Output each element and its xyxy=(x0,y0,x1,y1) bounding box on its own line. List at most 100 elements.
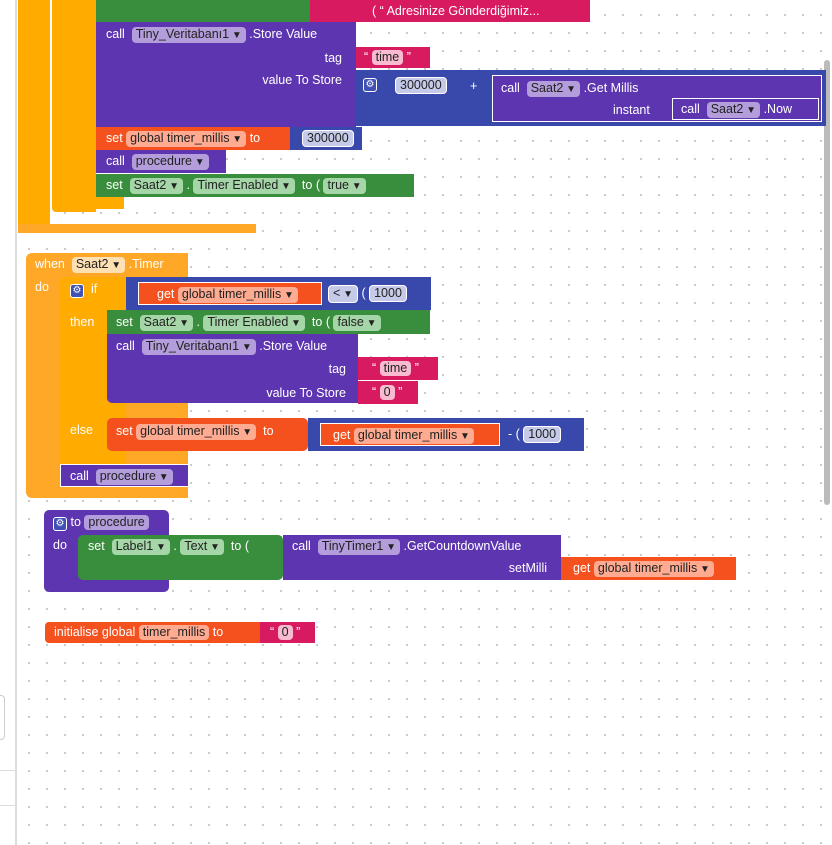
subtraction-block[interactable]: get global timer_millis - ( 1000 xyxy=(308,418,584,451)
block-part: initialise global timer_millis to xyxy=(54,624,223,640)
set-timer-enabled-block[interactable]: set Saat2 . Timer Enabled to ( true xyxy=(96,174,414,197)
block-part xyxy=(52,0,96,212)
block-part: call procedure xyxy=(70,468,173,485)
block-text: get xyxy=(573,561,591,575)
block-text: call xyxy=(70,469,89,483)
block-part: call Tiny_Veritabanı1 .Store Value xyxy=(106,26,317,43)
block-text[interactable]: Label1 xyxy=(111,539,170,555)
divider xyxy=(0,805,15,806)
block-text: set xyxy=(116,424,133,438)
block-text[interactable]: true xyxy=(323,178,366,194)
block-text[interactable]: < xyxy=(328,285,358,303)
block-text[interactable]: Text xyxy=(180,539,224,555)
block-part: set Saat2 . Timer Enabled to ( false xyxy=(116,314,381,331)
gear-icon[interactable]: ⚙ xyxy=(70,284,84,298)
block-part: ⚙ to procedure xyxy=(53,514,149,531)
block-text[interactable]: global timer_millis xyxy=(126,131,247,147)
text-block-time[interactable]: “ time ” xyxy=(356,47,430,68)
block-text: to xyxy=(212,625,224,639)
block-text[interactable]: global timer_millis xyxy=(136,424,257,440)
block-part: 300000 xyxy=(395,77,447,94)
block-text: value To Store xyxy=(266,386,346,400)
block-text[interactable]: Timer Enabled xyxy=(193,178,295,194)
block-text: tag xyxy=(328,362,346,376)
set-timer-enabled-block[interactable]: set Saat2 . Timer Enabled to ( false xyxy=(107,310,430,334)
vertical-scrollbar[interactable] xyxy=(824,60,830,505)
block-text[interactable]: Saat2 xyxy=(129,178,183,194)
get-countdown-block[interactable]: call TinyTimer1 .GetCountdownValue setMi… xyxy=(283,535,561,580)
get-variable-block[interactable]: get global timer_millis xyxy=(561,557,736,580)
now-block[interactable]: call Saat2 .Now xyxy=(672,98,819,120)
block-part xyxy=(18,224,256,233)
text-block[interactable]: ( “ Adresinize Gönderdiğimiz... xyxy=(310,0,590,22)
block-text: if xyxy=(90,282,98,296)
procedure-name-field[interactable]: procedure xyxy=(84,515,149,530)
block-text: + xyxy=(470,79,478,93)
block-text[interactable]: Saat2 xyxy=(71,257,126,273)
block-part xyxy=(108,277,126,310)
text-value: ( “ Adresinize Gönderdiğimiz... xyxy=(372,4,540,18)
call-procedure-block[interactable]: call procedure xyxy=(96,150,226,173)
block-part: call procedure xyxy=(106,153,209,170)
block-text: then xyxy=(70,315,95,329)
block-text: when xyxy=(35,257,65,271)
gear-icon[interactable]: ⚙ xyxy=(53,517,67,531)
block-text[interactable]: Tiny_Veritabanı1 xyxy=(141,339,256,355)
block-text[interactable]: Saat2 xyxy=(139,315,193,331)
block-text: 0 xyxy=(379,385,395,400)
block-part xyxy=(108,403,126,419)
compare-block[interactable]: get global timer_millis < ( 1000 xyxy=(126,277,431,310)
block-text[interactable]: procedure xyxy=(95,469,173,485)
block-part: call TinyTimer1 .GetCountdownValue xyxy=(292,538,521,555)
block-text[interactable]: procedure xyxy=(131,154,209,170)
block-text[interactable]: global timer_millis xyxy=(593,561,714,577)
block-text: .Get Millis xyxy=(583,81,639,95)
block-text[interactable]: Saat2 xyxy=(706,102,761,118)
gear-icon[interactable]: ⚙ xyxy=(363,78,377,92)
component-dropdown[interactable]: Tiny_Veritabanı1 xyxy=(131,27,246,43)
store-value-block[interactable]: call Tiny_Veritabanı1 .Store Value tag v… xyxy=(107,334,358,403)
block-part: get global timer_millis xyxy=(333,427,474,444)
block-text: call xyxy=(681,102,700,116)
variable-name-field[interactable]: timer_millis xyxy=(138,625,210,640)
block-part: - ( 1000 xyxy=(508,426,562,443)
block-text: time xyxy=(379,361,412,376)
block-part: call Saat2 .Now xyxy=(681,101,792,118)
block-part: initialise global timer_millis to xyxy=(45,622,260,643)
block-text: tag xyxy=(324,51,342,65)
block-text: call xyxy=(501,81,520,95)
block-text[interactable]: false xyxy=(333,315,381,331)
block-text[interactable]: TinyTimer1 xyxy=(317,539,400,555)
block-text: - xyxy=(508,427,513,441)
block-part: “ time ” xyxy=(372,361,419,376)
block-text: call xyxy=(292,539,311,553)
block-text[interactable]: global timer_millis xyxy=(177,287,298,303)
block-text: setMilli xyxy=(508,561,547,575)
set-block-green[interactable] xyxy=(96,0,310,22)
call-procedure-block[interactable]: call procedure xyxy=(60,464,189,487)
if-else-block[interactable] xyxy=(60,277,108,487)
block-text: set xyxy=(106,131,123,145)
block-part: “ time ” xyxy=(358,357,438,380)
block-part: call Tiny_Veritabanı1 .Store Value xyxy=(116,338,327,355)
block-text: .Store Value xyxy=(259,339,328,353)
side-panel-handle[interactable] xyxy=(0,695,5,740)
block-text: call xyxy=(106,154,125,168)
block-text: to xyxy=(230,539,242,553)
store-value-block[interactable]: call Tiny_Veritabanı1 .Store Value tag v… xyxy=(96,22,356,127)
block-text[interactable]: Timer Enabled xyxy=(203,315,305,331)
block-text: .Timer xyxy=(128,257,164,271)
block-part: “ 0 ” xyxy=(358,381,418,404)
block-part: “ 0 ” xyxy=(372,385,403,400)
set-variable-block[interactable]: set global timer_millis to xyxy=(107,418,308,451)
block-part: “ time ” xyxy=(364,50,411,65)
block-text: . xyxy=(186,178,190,192)
set-variable-block[interactable]: set global timer_millis to xyxy=(96,127,290,150)
block-text[interactable]: Saat2 xyxy=(526,81,581,97)
set-label-text-block[interactable]: set Label1 . Text to ( xyxy=(78,535,283,580)
block-text: .Now xyxy=(763,102,793,116)
block-text: call xyxy=(116,339,135,353)
block-text[interactable]: global timer_millis xyxy=(353,428,474,444)
block-part xyxy=(108,451,126,464)
block-text: . xyxy=(173,539,177,553)
